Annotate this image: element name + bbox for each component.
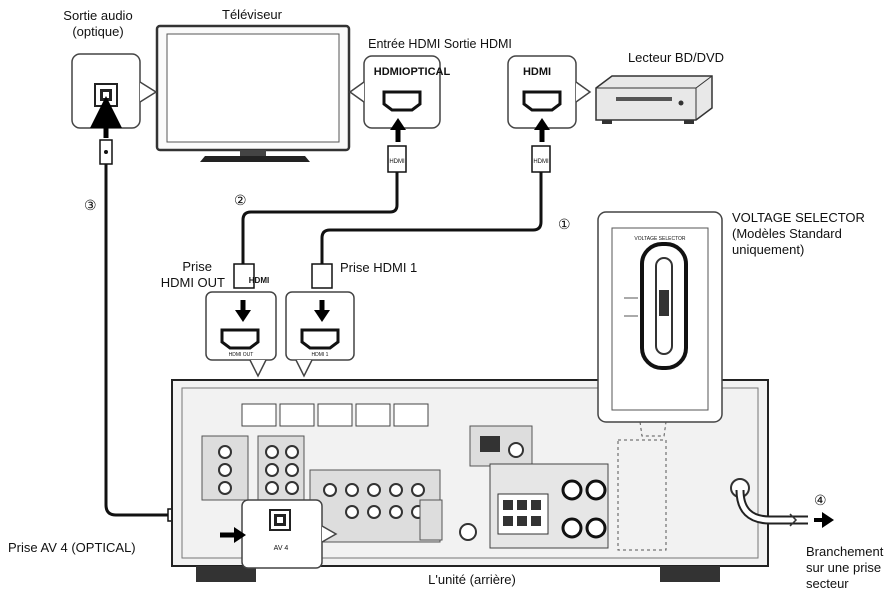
hdmi-1-jack-callout [285, 291, 355, 378]
voltage-panel-label: VOLTAGE SELECTOR [634, 236, 686, 242]
hdmi-out-jack-callout [205, 291, 277, 378]
prise-hdmi-out-label-2: HDMI OUT [161, 275, 225, 290]
branchement-label-3: secteur [806, 576, 849, 591]
player-hdmi-out-callout [507, 55, 592, 129]
step-1: ① [558, 216, 571, 232]
step-3: ③ [84, 197, 97, 213]
unite-label: L'unité (arrière) [428, 572, 516, 587]
jack-hdmi-out-label: HDMI OUT [229, 352, 254, 358]
branchement-label-1: Branchement [806, 544, 884, 559]
sortie-audio-label-1: Sortie audio [63, 8, 132, 23]
step-4: ④ [814, 492, 827, 508]
jack-av4-label: AV 4 [274, 545, 289, 552]
av4-optical-callout [241, 499, 338, 569]
tv-optical-out-callout [71, 53, 158, 129]
plug-hdmi-label-3: HDMI [533, 159, 549, 165]
lecteur-label: Lecteur BD/DVD [628, 50, 724, 65]
voltage-selector-label-1: VOLTAGE SELECTOR [732, 210, 865, 225]
cable-hdmi-1: HDMI [311, 145, 551, 289]
entree-sortie-hdmi-label: Entrée HDMI Sortie HDMI [368, 37, 512, 51]
prise-hdmi-out-label-1: Prise [182, 259, 212, 274]
branchement-label-2: sur une prise [806, 560, 881, 575]
tv-label: Téléviseur [222, 7, 283, 22]
step-2: ② [234, 192, 247, 208]
sortie-audio-label-2: (optique) [72, 24, 123, 39]
voltage-selector-label-2: (Modèles Standard [732, 226, 842, 241]
voltage-selector-label-3: uniquement) [732, 242, 804, 257]
television [155, 24, 351, 162]
voltage-selector-callout [597, 211, 723, 437]
cable-hdmi-out: HDMI [233, 145, 407, 289]
jack-hdmi1-label: HDMI 1 [312, 352, 329, 358]
prise-hdmi-1-label: Prise HDMI 1 [340, 260, 417, 275]
prise-av4-label: Prise AV 4 (OPTICAL) [8, 540, 136, 555]
player-hdmi-port-label: HDMI [523, 66, 551, 78]
plug-hdmi-label-2: HDMI [249, 276, 269, 285]
plug-hdmi-label-1: HDMI [389, 159, 405, 165]
tv-hdmi-port-label: HDMIOPTICAL [374, 66, 451, 78]
bd-dvd-player [595, 75, 713, 124]
